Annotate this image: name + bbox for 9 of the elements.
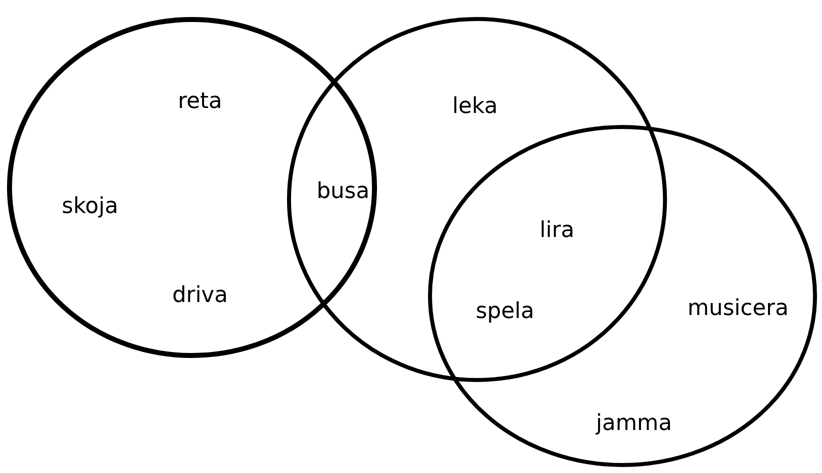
overlap-member-label: busa — [316, 180, 370, 204]
set-member-label: skoja — [62, 194, 118, 220]
set-member-label: musicera — [687, 296, 789, 322]
overlap-member-label: lira — [540, 218, 574, 244]
set-member-label: jamma — [596, 412, 672, 436]
set-member-label: leka — [452, 94, 498, 120]
set-member-label: reta — [178, 90, 222, 114]
set-member-label: driva — [172, 284, 228, 308]
overlap-member-label: spela — [476, 300, 534, 324]
